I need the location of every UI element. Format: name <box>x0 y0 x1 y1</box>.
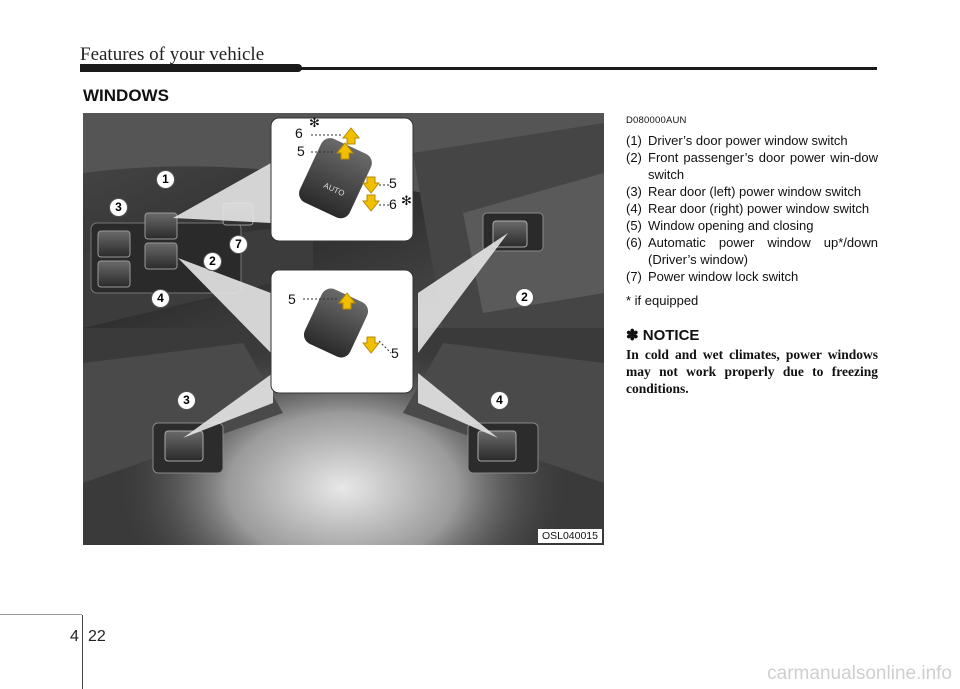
list-item-number: (4) <box>626 201 642 216</box>
page-divider <box>82 615 83 689</box>
notice-title: ✽ NOTICE <box>626 327 700 344</box>
list-item-text: Power window lock switch <box>648 269 799 284</box>
callout-3: 3 <box>109 198 128 217</box>
page-number: 22 <box>88 628 106 645</box>
list-item-number: (1) <box>626 133 642 148</box>
zoom-label-5: 5 <box>297 143 305 159</box>
list-item: (3) Rear door (left) power window switch <box>626 183 878 200</box>
list-item: (5) Window opening and closing <box>626 217 878 234</box>
chapter-number: 4 <box>70 628 79 645</box>
list-item-number: (6) <box>626 235 642 250</box>
list-item-text: Driver’s door power window switch <box>648 133 848 148</box>
star-icon-2: ✻ <box>401 193 412 208</box>
zoom-mid-label-5: 5 <box>288 291 296 307</box>
list-item: (6) Automatic power window up*/down (Driv… <box>626 234 878 268</box>
callout-2: 2 <box>203 252 222 271</box>
list-item: (1) Driver’s door power window switch <box>626 132 878 149</box>
figure-code: OSL040015 <box>537 529 602 543</box>
list-item-text: Rear door (left) power window switch <box>648 184 862 199</box>
list-item-number: (7) <box>626 269 642 284</box>
list-item-text: Window opening and closing <box>648 218 814 233</box>
section-title: WINDOWS <box>83 86 169 105</box>
callout-7: 7 <box>229 235 248 254</box>
zoom-label-5b: 5 <box>389 175 397 191</box>
watermark: carmanualsonline.info <box>767 663 952 684</box>
callout-2-passenger: 2 <box>515 288 534 307</box>
window-switch-figure: 6 ✻ 5 5 6 ✻ AUTO 5 5 1 2 3 4 7 2 3 4 OSL… <box>83 113 604 545</box>
list-item-text: Automatic power window up*/down (Driver’… <box>648 235 878 267</box>
header-rule <box>80 67 877 70</box>
zoom-label-6: 6 <box>295 125 303 141</box>
zoom-mid-label-5b: 5 <box>391 345 399 361</box>
star-icon: ✻ <box>309 115 320 130</box>
page-rule <box>0 614 82 615</box>
callout-3-rear: 3 <box>177 391 196 410</box>
figure-illustration <box>83 113 604 545</box>
list-item-number: (2) <box>626 150 642 165</box>
callout-1: 1 <box>156 170 175 189</box>
list-item: (7) Power window lock switch <box>626 268 878 285</box>
list-item: (2) Front passenger’s door power win-dow … <box>626 149 878 183</box>
footnote: * if equipped <box>626 293 699 308</box>
section-code: D080000AUN <box>626 115 687 126</box>
callout-4: 4 <box>151 289 170 308</box>
list-item-text: Rear door (right) power window switch <box>648 201 870 216</box>
list-item-text: Front passenger’s door power win-dow swi… <box>648 150 878 182</box>
description-column: D080000AUN (1) Driver’s door power window… <box>626 112 878 397</box>
header-title: Features of your vehicle <box>80 44 265 65</box>
list-item: (4) Rear door (right) power window switch <box>626 200 878 217</box>
zoom-label-6b: 6 <box>389 196 397 212</box>
callout-4-rear: 4 <box>490 391 509 410</box>
list-item-number: (5) <box>626 218 642 233</box>
header-rule-accent <box>80 64 302 72</box>
notice-body: In cold and wet climates, power windows … <box>626 347 878 396</box>
list-item-number: (3) <box>626 184 642 199</box>
